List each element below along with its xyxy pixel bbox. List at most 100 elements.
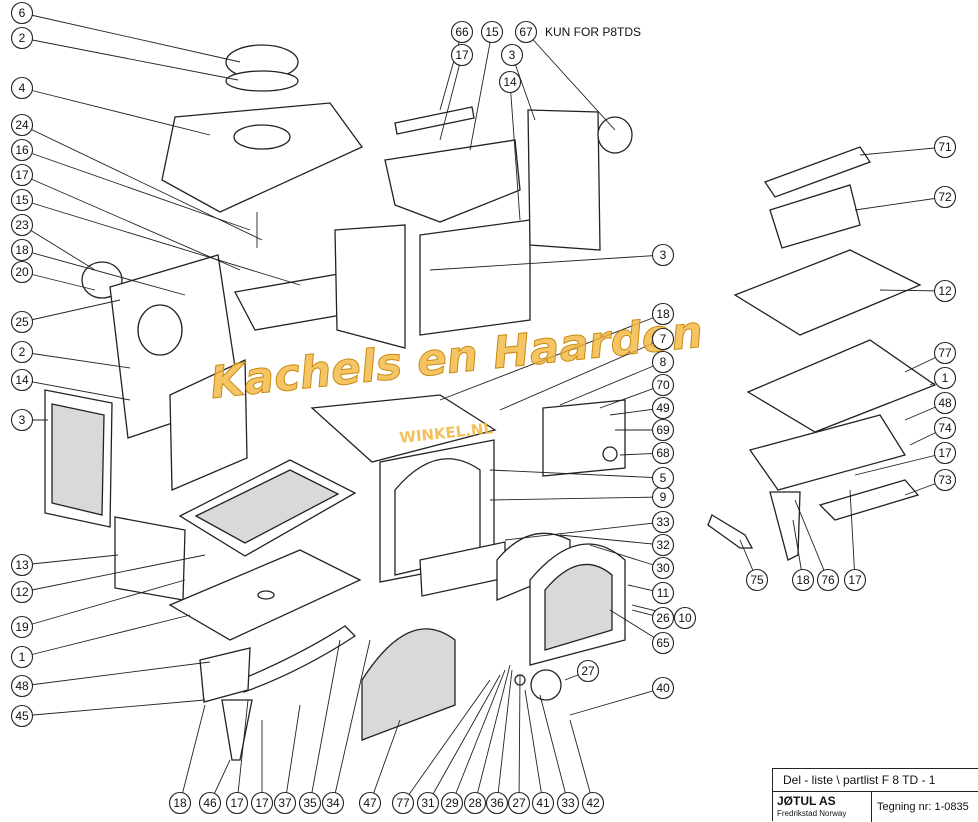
ash-plate-part <box>114 516 186 601</box>
callout-number: 23 <box>15 218 29 232</box>
callout-number: 34 <box>326 796 340 810</box>
callout-circle <box>933 341 957 365</box>
callout-circle <box>651 441 675 465</box>
part-callout: 71 <box>933 135 957 159</box>
callout-number: 68 <box>656 446 670 460</box>
callout-leader <box>589 544 664 569</box>
part-callout: 16 <box>10 138 34 162</box>
callout-circle <box>10 113 34 137</box>
callout-number: 77 <box>938 346 952 360</box>
callout-circle <box>651 631 675 655</box>
callout-number: 12 <box>15 585 29 599</box>
part-callout: 8 <box>651 350 675 374</box>
callout-circle <box>651 466 675 490</box>
callout-circle <box>10 704 34 728</box>
front-top-part <box>310 394 497 463</box>
part-callout: 17 <box>843 568 867 592</box>
callout-number: 75 <box>750 573 764 587</box>
callout-leader <box>469 31 493 151</box>
callout-number: 33 <box>561 796 575 810</box>
part-callout: 4 <box>10 76 34 100</box>
firebrick-left-part <box>169 358 248 491</box>
callout-number: 15 <box>15 193 29 207</box>
part-callout: 18 <box>10 238 34 262</box>
callout-circle <box>651 418 675 442</box>
callout-circle <box>168 791 192 815</box>
callout-leader <box>21 614 191 658</box>
part-callout: 35 <box>298 791 322 815</box>
part-callout: 49 <box>651 396 675 420</box>
callout-circle <box>463 791 487 815</box>
callout-circle <box>651 396 675 420</box>
part-callout: 41 <box>531 791 555 815</box>
callout-number: 5 <box>660 471 667 485</box>
callout-leader <box>21 351 131 369</box>
part-callout: 12 <box>933 279 957 303</box>
callout-number: 28 <box>468 796 482 810</box>
callout-number: 3 <box>509 48 516 62</box>
callout-number: 9 <box>660 490 667 504</box>
ash-tray-part <box>818 479 920 521</box>
damper-knob-part <box>602 446 618 462</box>
part-callout: 46 <box>198 791 222 815</box>
callout-circle <box>10 553 34 577</box>
part-callout: 67 <box>514 20 538 44</box>
callout-circle <box>10 188 34 212</box>
callout-leader <box>794 499 829 581</box>
callout-leader <box>332 639 371 804</box>
part-callout: 24 <box>10 113 34 137</box>
callout-circle <box>321 791 345 815</box>
leg-part <box>221 699 253 761</box>
callout-number: 40 <box>656 681 670 695</box>
callout-circle <box>250 791 274 815</box>
callout-circle <box>531 791 555 815</box>
part-callout: 68 <box>651 441 675 465</box>
callout-leader <box>402 679 491 804</box>
callout-leader <box>21 224 96 271</box>
part-callout: 74 <box>933 416 957 440</box>
callout-leader <box>559 361 664 406</box>
grill-part <box>764 146 871 198</box>
bottom-plate-hole <box>257 590 275 600</box>
part-callout: 3 <box>651 243 675 267</box>
callout-circle <box>556 791 580 815</box>
callout-circle <box>581 791 605 815</box>
callout-number: 72 <box>938 190 952 204</box>
callout-number: 48 <box>938 396 952 410</box>
part-callout: 32 <box>651 533 675 557</box>
callout-number: 2 <box>19 345 26 359</box>
callout-leader <box>427 674 501 804</box>
callout-circle <box>273 791 297 815</box>
top-plate-part <box>161 102 363 213</box>
callout-leader <box>309 639 341 804</box>
part-callout: 3 <box>10 408 34 432</box>
callout-circle <box>450 20 474 44</box>
part-callout: 3 <box>500 43 524 67</box>
callout-number: 47 <box>363 796 377 810</box>
callout-leader <box>21 12 241 63</box>
part-callout: 27 <box>507 791 531 815</box>
callout-number: 11 <box>657 586 670 600</box>
part-callout: 77 <box>391 791 415 815</box>
pedestal-leg-part <box>769 491 801 561</box>
part-callout: 72 <box>933 185 957 209</box>
header-note: KUN FOR P8TDS <box>545 25 641 39</box>
callout-circle <box>651 676 675 700</box>
callout-circle <box>933 416 957 440</box>
callout-leader <box>236 699 249 804</box>
part-callout: 18 <box>168 791 192 815</box>
callout-number: 27 <box>581 664 595 678</box>
callout-number: 14 <box>503 75 517 89</box>
part-callout: 6 <box>10 1 34 25</box>
callout-leader <box>489 496 664 501</box>
callout-circle <box>10 138 34 162</box>
callout-leader <box>439 313 664 401</box>
callout-leader <box>21 299 121 323</box>
callout-circle <box>745 568 769 592</box>
callout-circle <box>450 43 474 67</box>
callout-number: 17 <box>938 446 952 460</box>
callout-number: 26 <box>656 611 670 625</box>
callout-circle <box>507 791 531 815</box>
callout-number: 74 <box>938 421 952 435</box>
